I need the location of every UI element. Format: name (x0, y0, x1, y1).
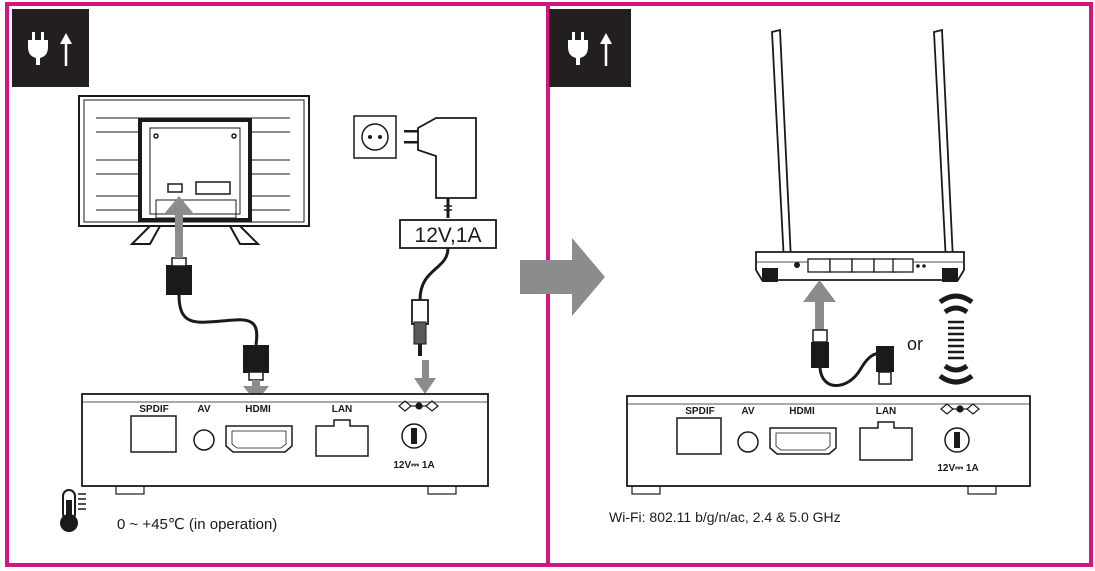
wifi-spec-note: Wi‑Fi: 802.11 b/g/n/ac, 2.4 & 5.0 GHz (609, 509, 841, 525)
spdif-port-label: SPDIF (139, 404, 168, 415)
av-port (193, 429, 215, 451)
dc-power-port (401, 423, 427, 449)
lan-port-label: LAN (876, 406, 897, 417)
dc-power-port (944, 427, 970, 453)
right-power-badge (549, 9, 631, 87)
av-port-label: AV (741, 406, 754, 417)
wifi-signal-icon (938, 293, 974, 385)
temperature-note: 0 ~ +45℃ (in operation) (117, 516, 277, 533)
tv-back-illustration (78, 95, 310, 245)
power-rating-label: 12V⎓ 1A (393, 460, 434, 471)
dc-polarity-icon (398, 400, 439, 412)
wall-socket-icon (353, 115, 397, 159)
right-arrow-icon (520, 238, 605, 316)
ethernet-cable (811, 329, 894, 387)
power-adapter (404, 117, 477, 218)
power-rating-label: 12V⎓ 1A (937, 463, 978, 474)
spdif-port-label: SPDIF (685, 406, 714, 417)
adapter-rating-box: 12V,1A (399, 219, 497, 249)
set-top-box-back: SPDIF AV HDMI LAN 12V⎓ 1A (81, 393, 489, 495)
hdmi-port (769, 427, 837, 455)
spdif-port (676, 417, 722, 455)
router-illustration (755, 28, 965, 282)
dc-power-cable (411, 247, 450, 356)
connection-arrow (164, 196, 436, 402)
plug-with-arrow-icon (28, 32, 72, 66)
hdmi-port (225, 425, 293, 453)
hdmi-port-label: HDMI (245, 404, 271, 415)
set-top-box-back: SPDIF AV HDMI LAN 12V⎓ 1A (626, 395, 1031, 495)
plug-with-arrow-icon (568, 32, 612, 66)
adapter-rating-label: 12V,1A (415, 224, 482, 247)
left-power-badge (12, 9, 89, 87)
thermometer-icon (60, 489, 86, 532)
lan-port-label: LAN (332, 404, 353, 415)
or-label: or (907, 334, 923, 354)
lan-port (859, 421, 913, 461)
hdmi-cable (166, 257, 269, 381)
lan-port (315, 419, 369, 457)
dc-polarity-icon (940, 403, 980, 415)
spdif-port (130, 415, 177, 453)
av-port-label: AV (197, 404, 210, 415)
av-port (737, 431, 759, 453)
hdmi-port-label: HDMI (789, 406, 815, 417)
